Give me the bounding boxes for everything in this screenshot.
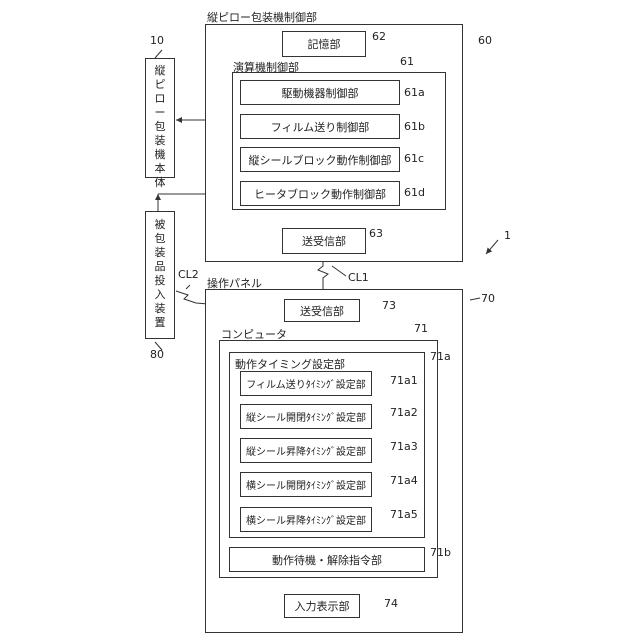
ref-71a5: 71a5 [390, 508, 418, 521]
transceiver-73: 送受信部 [284, 299, 360, 322]
ref-70: 70 [481, 292, 495, 305]
ref-61d: 61d [404, 186, 425, 199]
operation-panel-70-title: 操作パネル [207, 275, 262, 291]
ref-61b: 61b [404, 120, 425, 133]
block-71a3: 縦シール昇降ﾀｲﾐﾝｸﾞ設定部 [240, 438, 372, 463]
block-61d-label: ヒータブロック動作制御部 [254, 186, 386, 202]
cl2-label: CL2 [178, 268, 199, 281]
ref-10: 10 [150, 34, 164, 47]
block-71a3-label: 縦シール昇降ﾀｲﾐﾝｸﾞ設定部 [246, 443, 366, 458]
memory-62-label: 記憶部 [308, 36, 341, 52]
ref-1: 1 [504, 229, 511, 242]
ref-62: 62 [372, 30, 386, 43]
ref-61a: 61a [404, 86, 425, 99]
ref-63: 63 [369, 227, 383, 240]
block-61b-label: フィルム送り制御部 [271, 119, 370, 135]
ref-61: 61 [400, 55, 414, 68]
computer-71-title: コンピュータ [221, 326, 287, 342]
block-61c-label: 縦シールブロック動作制御部 [249, 152, 392, 168]
transceiver-73-label: 送受信部 [300, 303, 344, 319]
block-71a2-label: 縦シール開閉ﾀｲﾐﾝｸﾞ設定部 [246, 409, 366, 424]
cl1-label: CL1 [348, 271, 369, 284]
ref-80: 80 [150, 348, 164, 361]
block-71a4: 横シール開閉ﾀｲﾐﾝｸﾞ設定部 [240, 472, 372, 497]
block-71a2: 縦シール開閉ﾀｲﾐﾝｸﾞ設定部 [240, 404, 372, 429]
ref-71a2: 71a2 [390, 406, 418, 419]
block-61a: 駆動機器制御部 [240, 80, 400, 105]
transceiver-63-label: 送受信部 [302, 233, 346, 249]
block-71a1: フィルム送りﾀｲﾐﾝｸﾞ設定部 [240, 371, 372, 396]
block-61d: ヒータブロック動作制御部 [240, 181, 400, 206]
ref-71: 71 [414, 322, 428, 335]
input-display-74-label: 入力表示部 [295, 598, 350, 614]
standby-release-71b-label: 動作待機・解除指令部 [272, 552, 382, 568]
ref-71a3: 71a3 [390, 440, 418, 453]
ref-71b: 71b [430, 546, 451, 559]
feeder-80-label: 被包装品投入装置 [153, 218, 167, 330]
block-61c: 縦シールブロック動作制御部 [240, 147, 400, 172]
block-71a4-label: 横シール開閉ﾀｲﾐﾝｸﾞ設定部 [246, 477, 366, 492]
ref-71a: 71a [430, 350, 451, 363]
block-61a-label: 駆動機器制御部 [282, 85, 359, 101]
memory-62: 記憶部 [282, 31, 366, 57]
block-71a1-label: フィルム送りﾀｲﾐﾝｸﾞ設定部 [246, 376, 366, 391]
timing-setting-71a-title: 動作タイミング設定部 [235, 356, 345, 372]
ref-71a1: 71a1 [390, 374, 418, 387]
block-71a5: 横シール昇降ﾀｲﾐﾝｸﾞ設定部 [240, 507, 372, 532]
input-display-74: 入力表示部 [284, 594, 360, 618]
ref-60: 60 [478, 34, 492, 47]
arith-61-title: 演算機制御部 [233, 59, 299, 75]
machine-body-10-label: 縦ピロー包装機本体 [153, 64, 167, 190]
ref-73: 73 [382, 299, 396, 312]
ref-61c: 61c [404, 152, 424, 165]
transceiver-63: 送受信部 [282, 228, 366, 254]
controller-60-title: 縦ピロー包装機制御部 [207, 9, 317, 25]
block-61b: フィルム送り制御部 [240, 114, 400, 139]
standby-release-71b: 動作待機・解除指令部 [229, 547, 425, 572]
ref-71a4: 71a4 [390, 474, 418, 487]
ref-74: 74 [384, 597, 398, 610]
block-71a5-label: 横シール昇降ﾀｲﾐﾝｸﾞ設定部 [246, 512, 366, 527]
